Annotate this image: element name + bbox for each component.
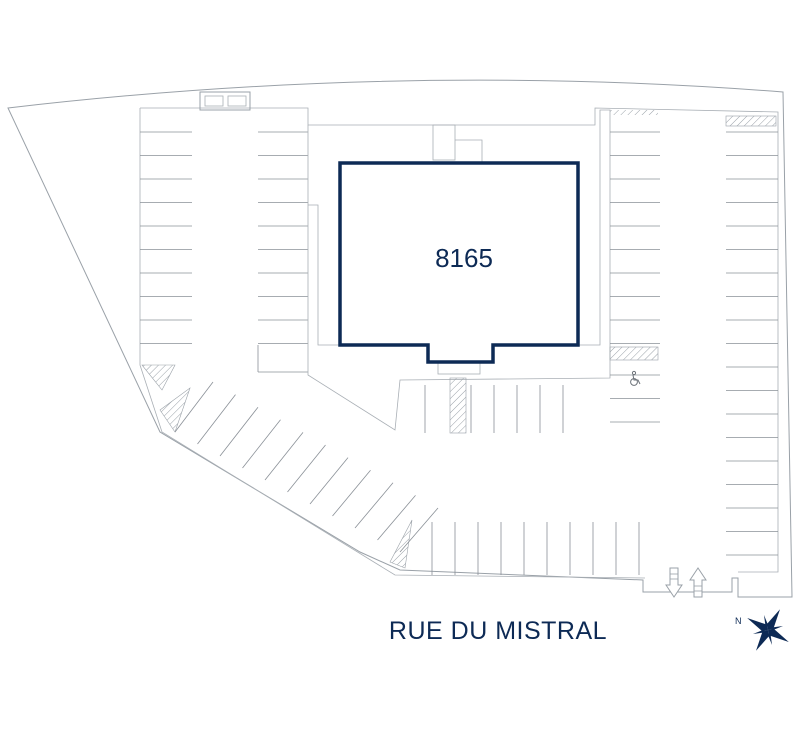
parking-stalls-south <box>431 522 640 575</box>
hatched-island-south <box>389 519 413 569</box>
parking-stall-line <box>174 381 214 433</box>
parking-stall-line <box>264 432 304 481</box>
arrow-up-icon <box>689 567 707 598</box>
parking-stall-line <box>354 482 394 529</box>
parking-stall-line <box>219 406 259 457</box>
property-boundary <box>7 79 793 598</box>
parking-stalls-west <box>140 131 308 373</box>
compass-north-label: N <box>735 616 742 626</box>
compass-rose-icon <box>747 609 789 651</box>
parking-stall-line <box>399 507 439 553</box>
parking-lot-perimeter <box>140 107 779 573</box>
dumpster-enclosure <box>199 91 251 111</box>
parking-stall-line <box>287 444 326 493</box>
building-8165 <box>338 161 580 364</box>
accessible-aisle-entrance <box>449 377 467 434</box>
wheelchair-icon <box>630 370 641 386</box>
hatched-island-southwest <box>159 387 191 433</box>
hatched-zone-north <box>610 110 658 115</box>
hatched-island-west <box>141 364 176 391</box>
parking-stall-line <box>242 419 281 469</box>
arrow-down-icon <box>665 567 683 598</box>
parking-stall-line <box>377 495 416 541</box>
parking-lot-perimeter-left <box>139 108 646 579</box>
parking-stalls-center <box>424 385 564 433</box>
parking-stall-line <box>309 457 349 505</box>
parking-stalls-east <box>610 131 778 556</box>
street-name-label: RUE DU MISTRAL <box>389 617 607 645</box>
building-number-label: 8165 <box>435 243 493 273</box>
loading-dock <box>432 124 456 161</box>
entrance-step <box>437 361 481 375</box>
accessible-aisle-east <box>609 346 659 361</box>
parking-stalls-diagonal <box>174 381 439 553</box>
parking-stall-line <box>197 394 236 445</box>
parking-stall-line <box>332 469 371 517</box>
loading-platform <box>455 139 483 162</box>
hatched-zone-northeast <box>725 115 777 127</box>
